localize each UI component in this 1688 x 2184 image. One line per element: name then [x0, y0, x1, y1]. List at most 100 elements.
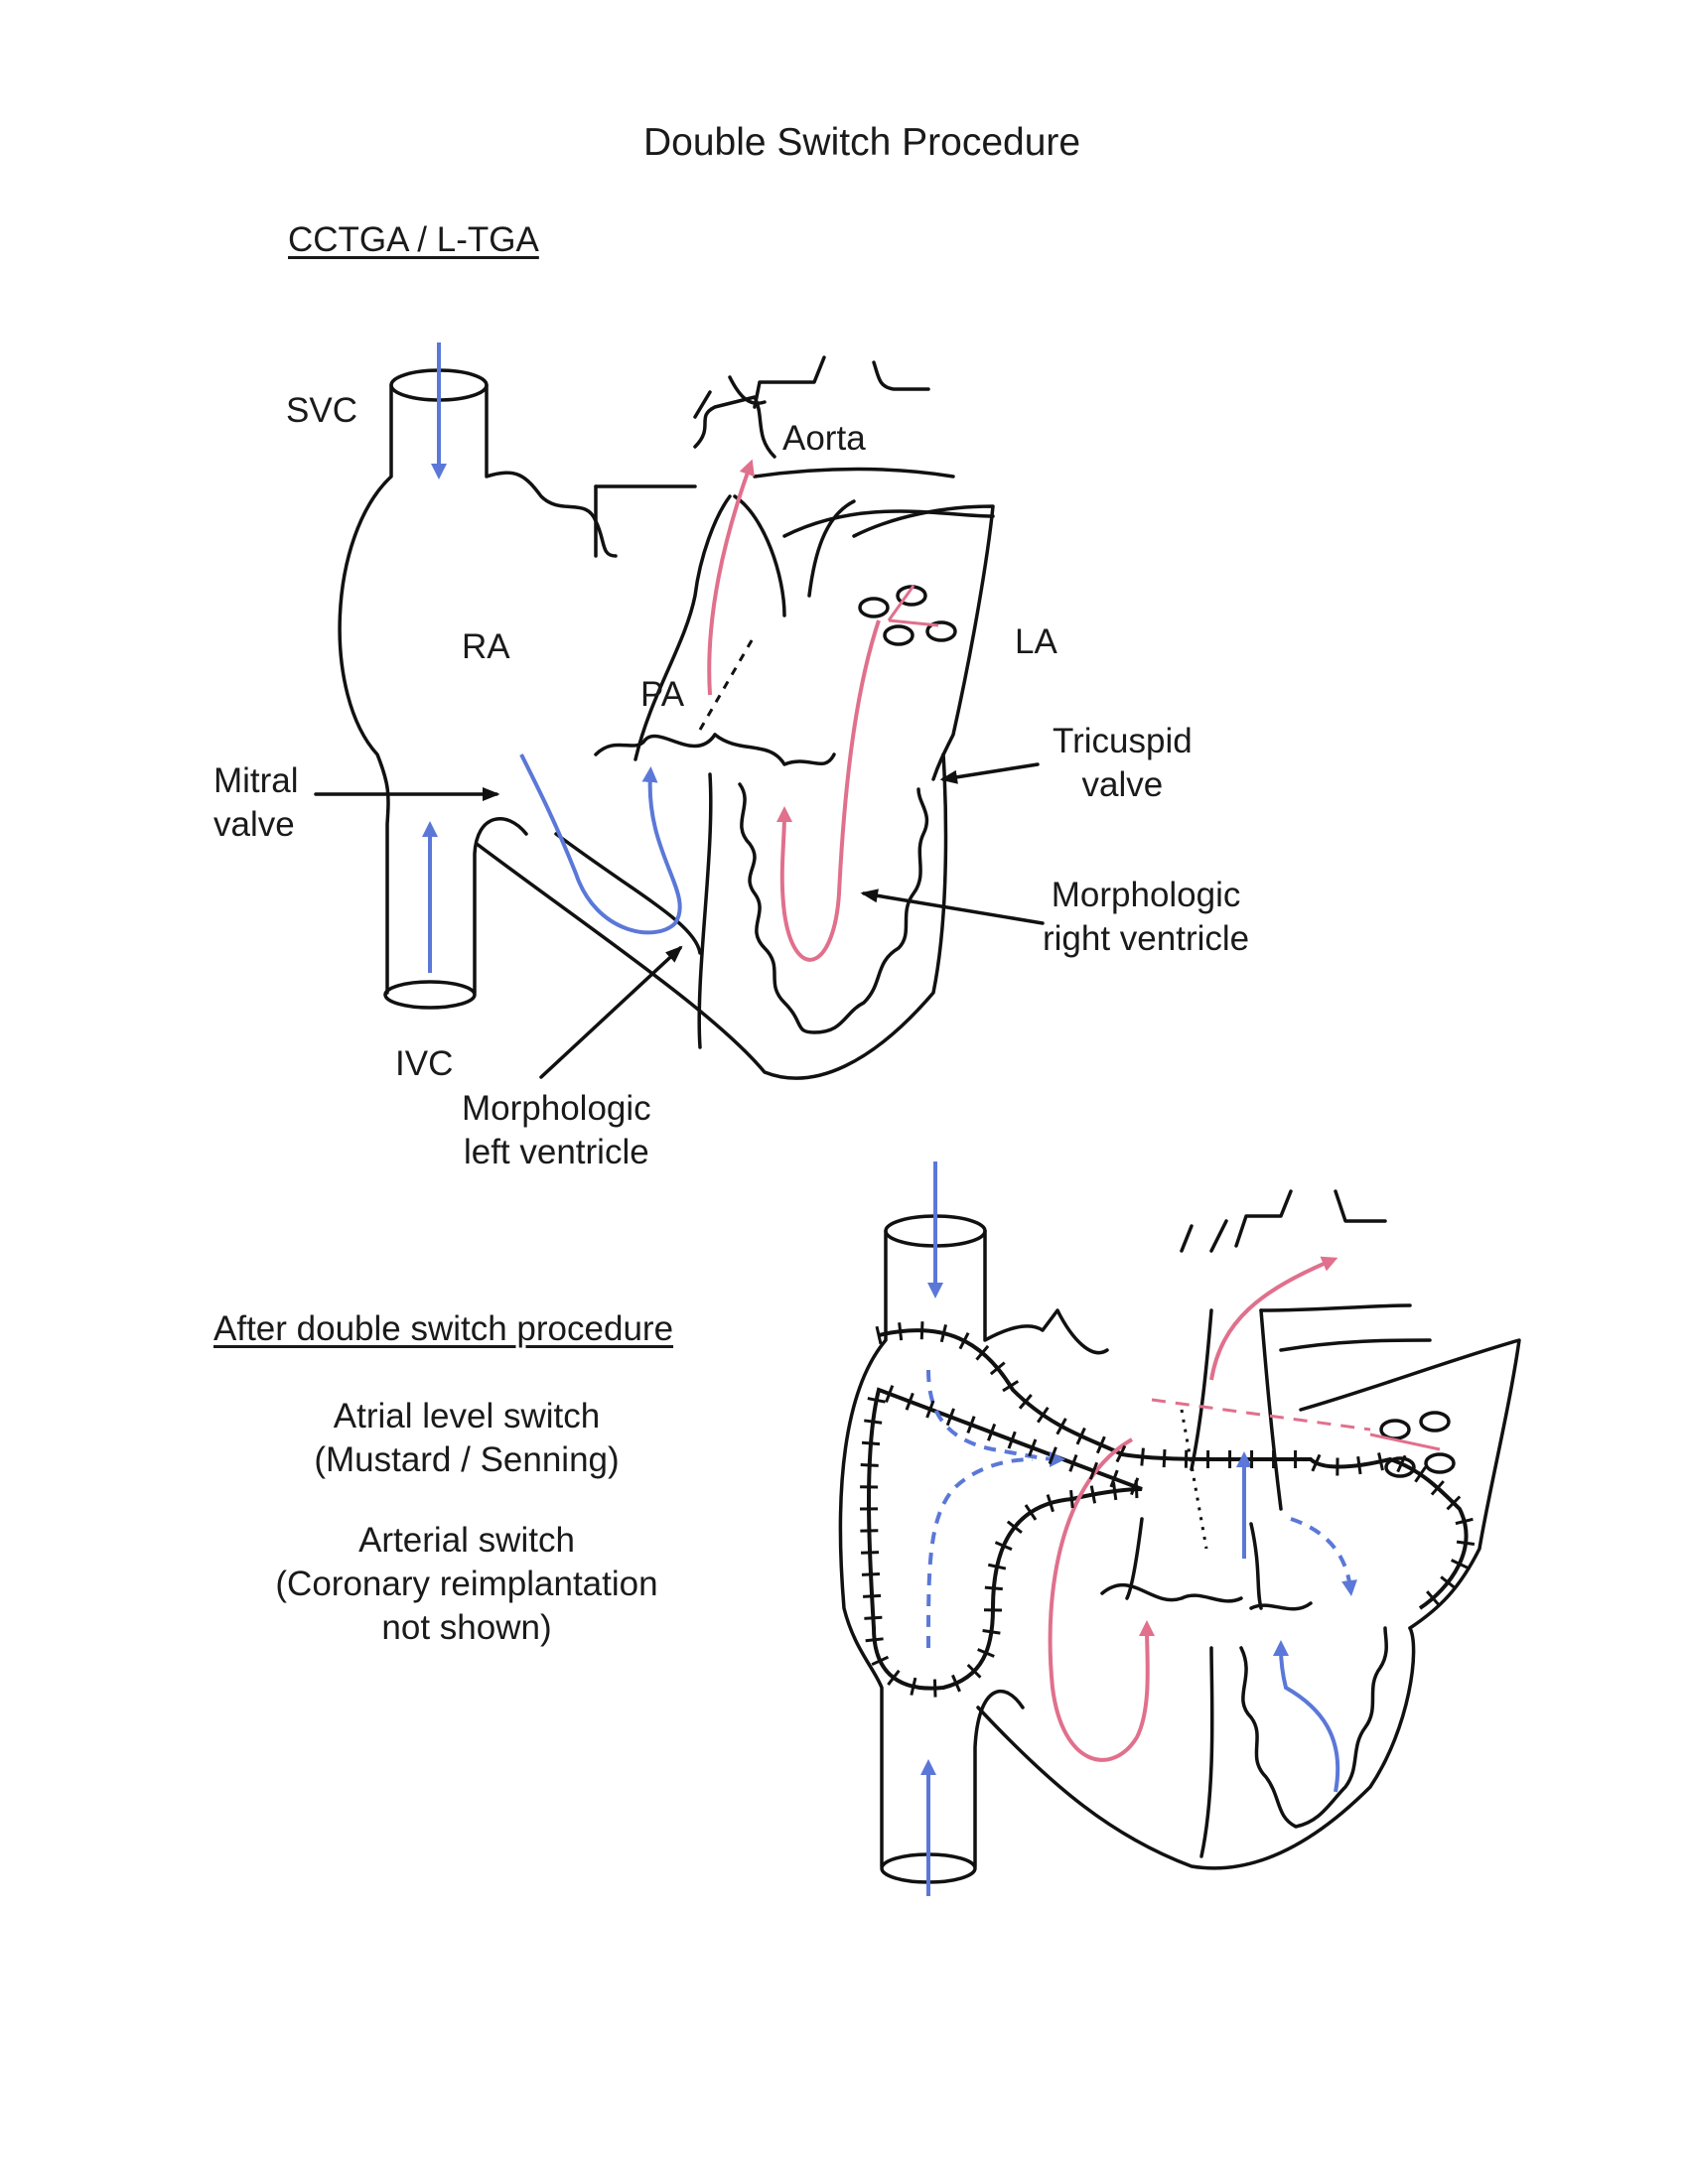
pa-label: PA — [640, 675, 685, 714]
right-atrium-outline — [338, 383, 393, 995]
suture-stitch — [982, 1628, 1001, 1635]
suture-stitch — [864, 1615, 883, 1620]
ra-label: RA — [462, 627, 510, 666]
la-label: LA — [1015, 622, 1057, 661]
suture-stitch — [887, 1669, 901, 1686]
suture-stitch — [861, 1571, 881, 1576]
right-ventricle-trabeculations — [738, 782, 929, 1034]
aorta-vessel — [693, 395, 776, 459]
suture-stitch — [1046, 1494, 1055, 1513]
tricuspid-valve-label: Tricuspid valve — [1053, 722, 1193, 804]
suture-stitch — [939, 1323, 947, 1343]
suture-stitch — [1111, 1481, 1118, 1501]
suture-stitch — [861, 1440, 881, 1446]
cctga-heading: CCTGA / L-TGA — [288, 220, 539, 259]
mitral-valve-label: Mitral valve — [213, 761, 299, 844]
lv-flow-arrow — [519, 753, 682, 935]
left-atrium-outline — [852, 504, 995, 781]
suture-stitch — [871, 1655, 890, 1667]
suture-stitch — [951, 1674, 961, 1693]
suture-stitch — [1109, 1469, 1119, 1488]
suture-stitch — [1089, 1485, 1097, 1504]
suture-stitch — [966, 1416, 976, 1434]
suture-stitch — [898, 1322, 904, 1341]
morph-rv-leader — [860, 888, 1045, 925]
suture-stitch — [977, 1648, 995, 1658]
svc-label: SVC — [286, 391, 357, 430]
svc-baffle-flow — [926, 1369, 1065, 1467]
suture-stitch — [1426, 1590, 1441, 1606]
suture-stitch — [1430, 1480, 1445, 1496]
suture-stitch — [1007, 1431, 1017, 1449]
suture-stitch — [875, 1325, 883, 1345]
pulmonary-venous-baffle-flow — [1290, 1517, 1357, 1596]
aorta-flow-arrow — [707, 459, 755, 696]
suture-stitch — [1456, 1540, 1476, 1546]
suture-stitch — [1018, 1394, 1033, 1410]
morph-lv-leader — [539, 945, 683, 1079]
suture-stitch — [925, 1400, 935, 1419]
ventricle-outline — [475, 752, 948, 1080]
suture-stitch — [1162, 1448, 1167, 1468]
suture-stitch — [1140, 1447, 1145, 1466]
morph-left-ventricle-label: Morphologic left ventricle — [462, 1089, 651, 1171]
suture-stitch — [1115, 1444, 1127, 1463]
suture-stitch — [1356, 1455, 1362, 1475]
switched-ventricle-trabeculations — [1239, 1626, 1388, 1829]
suture-stitch — [860, 1551, 880, 1555]
suture-stitch — [905, 1392, 914, 1411]
suture-stitch — [1036, 1406, 1050, 1424]
suture-stitch — [958, 1331, 970, 1350]
tricuspid-valve-leader — [939, 762, 1040, 784]
suture-stitch — [984, 1585, 1003, 1591]
atrial-switch-caption: Atrial level switch (Mustard / Senning) — [314, 1397, 620, 1479]
suture-stitch — [1006, 1520, 1023, 1535]
suture-stitch — [867, 1397, 886, 1404]
suture-stitch — [864, 1419, 883, 1425]
suture-stitch — [1024, 1504, 1038, 1521]
suture-stitch — [1311, 1453, 1322, 1472]
suture-stitch — [1088, 1461, 1099, 1480]
suture-stitch — [932, 1679, 937, 1698]
suture-stitch — [919, 1321, 924, 1340]
suture-stitch — [885, 1385, 895, 1403]
suture-stitch — [1414, 1465, 1427, 1483]
suture-stitch — [910, 1677, 917, 1696]
suture-stitch — [966, 1663, 982, 1679]
lv-to-aorta-flow-arrow — [1048, 1437, 1156, 1762]
heart-cctga-diagram — [314, 342, 1045, 1080]
rv-to-pa-flow-arrow — [1273, 1640, 1340, 1793]
suture-stitch — [1130, 1477, 1140, 1496]
morph-right-ventricle-label: Morphologic right ventricle — [1043, 876, 1250, 958]
suture-stitch — [1446, 1495, 1462, 1511]
ivc-label: IVC — [395, 1044, 454, 1083]
ivc-vessel — [383, 980, 477, 1010]
pulmonary-artery — [633, 494, 732, 761]
suture-stitch — [1440, 1575, 1457, 1589]
suture-stitch — [1075, 1427, 1086, 1445]
suture-stitch — [986, 1423, 997, 1441]
after-switch-heading: After double switch procedure — [213, 1309, 674, 1348]
suture-stitch — [989, 1361, 1006, 1376]
ivc-baffle-flow — [926, 1457, 1034, 1649]
page-title: Double Switch Procedure — [643, 121, 1081, 164]
suture-stitch — [1055, 1418, 1067, 1435]
suture-stitch — [1451, 1559, 1469, 1570]
suture-stitch — [994, 1541, 1013, 1552]
rv-flow-arrow — [775, 619, 881, 962]
heart-after-switch-diagram — [838, 1161, 1521, 1896]
suture-stitch — [863, 1593, 882, 1598]
aorta-label: Aorta — [782, 419, 866, 458]
suture-stitch — [1028, 1438, 1038, 1457]
suture-stitch — [975, 1344, 990, 1361]
suture-stitch — [1068, 1453, 1078, 1472]
suture-stitch — [987, 1563, 1007, 1570]
suture-stitch — [1455, 1517, 1474, 1526]
suture-stitch — [860, 1463, 879, 1467]
suture-stitch — [1069, 1489, 1074, 1509]
suture-stitch — [1002, 1380, 1020, 1393]
aorta-flow-arrow-after — [1209, 1256, 1338, 1381]
suture-stitch — [1048, 1446, 1057, 1465]
suture-stitch — [1095, 1435, 1106, 1454]
